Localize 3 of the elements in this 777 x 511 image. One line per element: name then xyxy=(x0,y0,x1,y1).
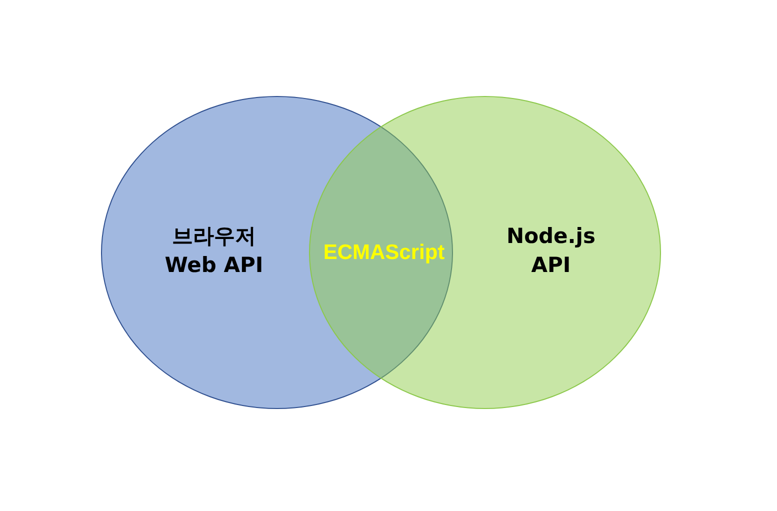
set-label: 브라우저 Web API xyxy=(164,222,264,278)
set-label: Node.js API xyxy=(506,222,596,278)
overlap-label: ECMAScript xyxy=(323,240,445,266)
